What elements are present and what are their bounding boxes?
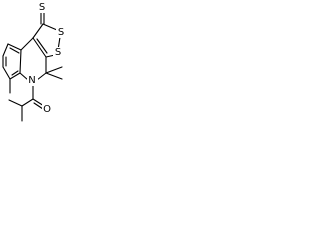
bond-c1-s1 <box>42 23 58 31</box>
thione-s-bg <box>37 2 47 13</box>
bond-ch-methyl-1 <box>8 99 23 107</box>
bond-arom-inner-3 <box>11 70 19 76</box>
ring-s2-label: S <box>55 47 61 58</box>
bond-carbonyl-o-b <box>33 102 44 110</box>
bond-c9a-c5a <box>19 49 22 74</box>
thione-s-label: S <box>39 2 45 13</box>
bond-c9a-c9 <box>7 43 22 51</box>
bond-n-c5a <box>19 72 29 81</box>
carbonyl-o-label: O <box>43 104 51 115</box>
bond-c9-c8 <box>2 43 9 57</box>
chemical-structure-diagram: S S S N O <box>2 2 66 122</box>
bond-c1-c9b <box>32 23 44 39</box>
bond-c9b-c3a-a <box>32 37 47 58</box>
bond-c4-methyl-2 <box>45 72 63 80</box>
bond-c9b-c9a <box>20 37 34 51</box>
bond-arom-inner-1 <box>9 47 20 54</box>
bond-c7-c6 <box>2 66 11 80</box>
bond-carbonyl-ch <box>21 98 34 107</box>
ring-n-label: N <box>28 75 35 86</box>
bond-c9b-c3a-b <box>36 38 48 54</box>
bond-c6-c5a <box>9 72 21 80</box>
bond-c4-methyl-1 <box>45 66 63 74</box>
ring-s1-bg <box>56 27 66 38</box>
ring-s2-bg <box>53 47 63 58</box>
ring-s1-label: S <box>58 27 64 38</box>
carbonyl-o-bg <box>42 104 52 115</box>
bond-c4-n <box>36 72 47 81</box>
ring-n-bg <box>27 75 38 86</box>
